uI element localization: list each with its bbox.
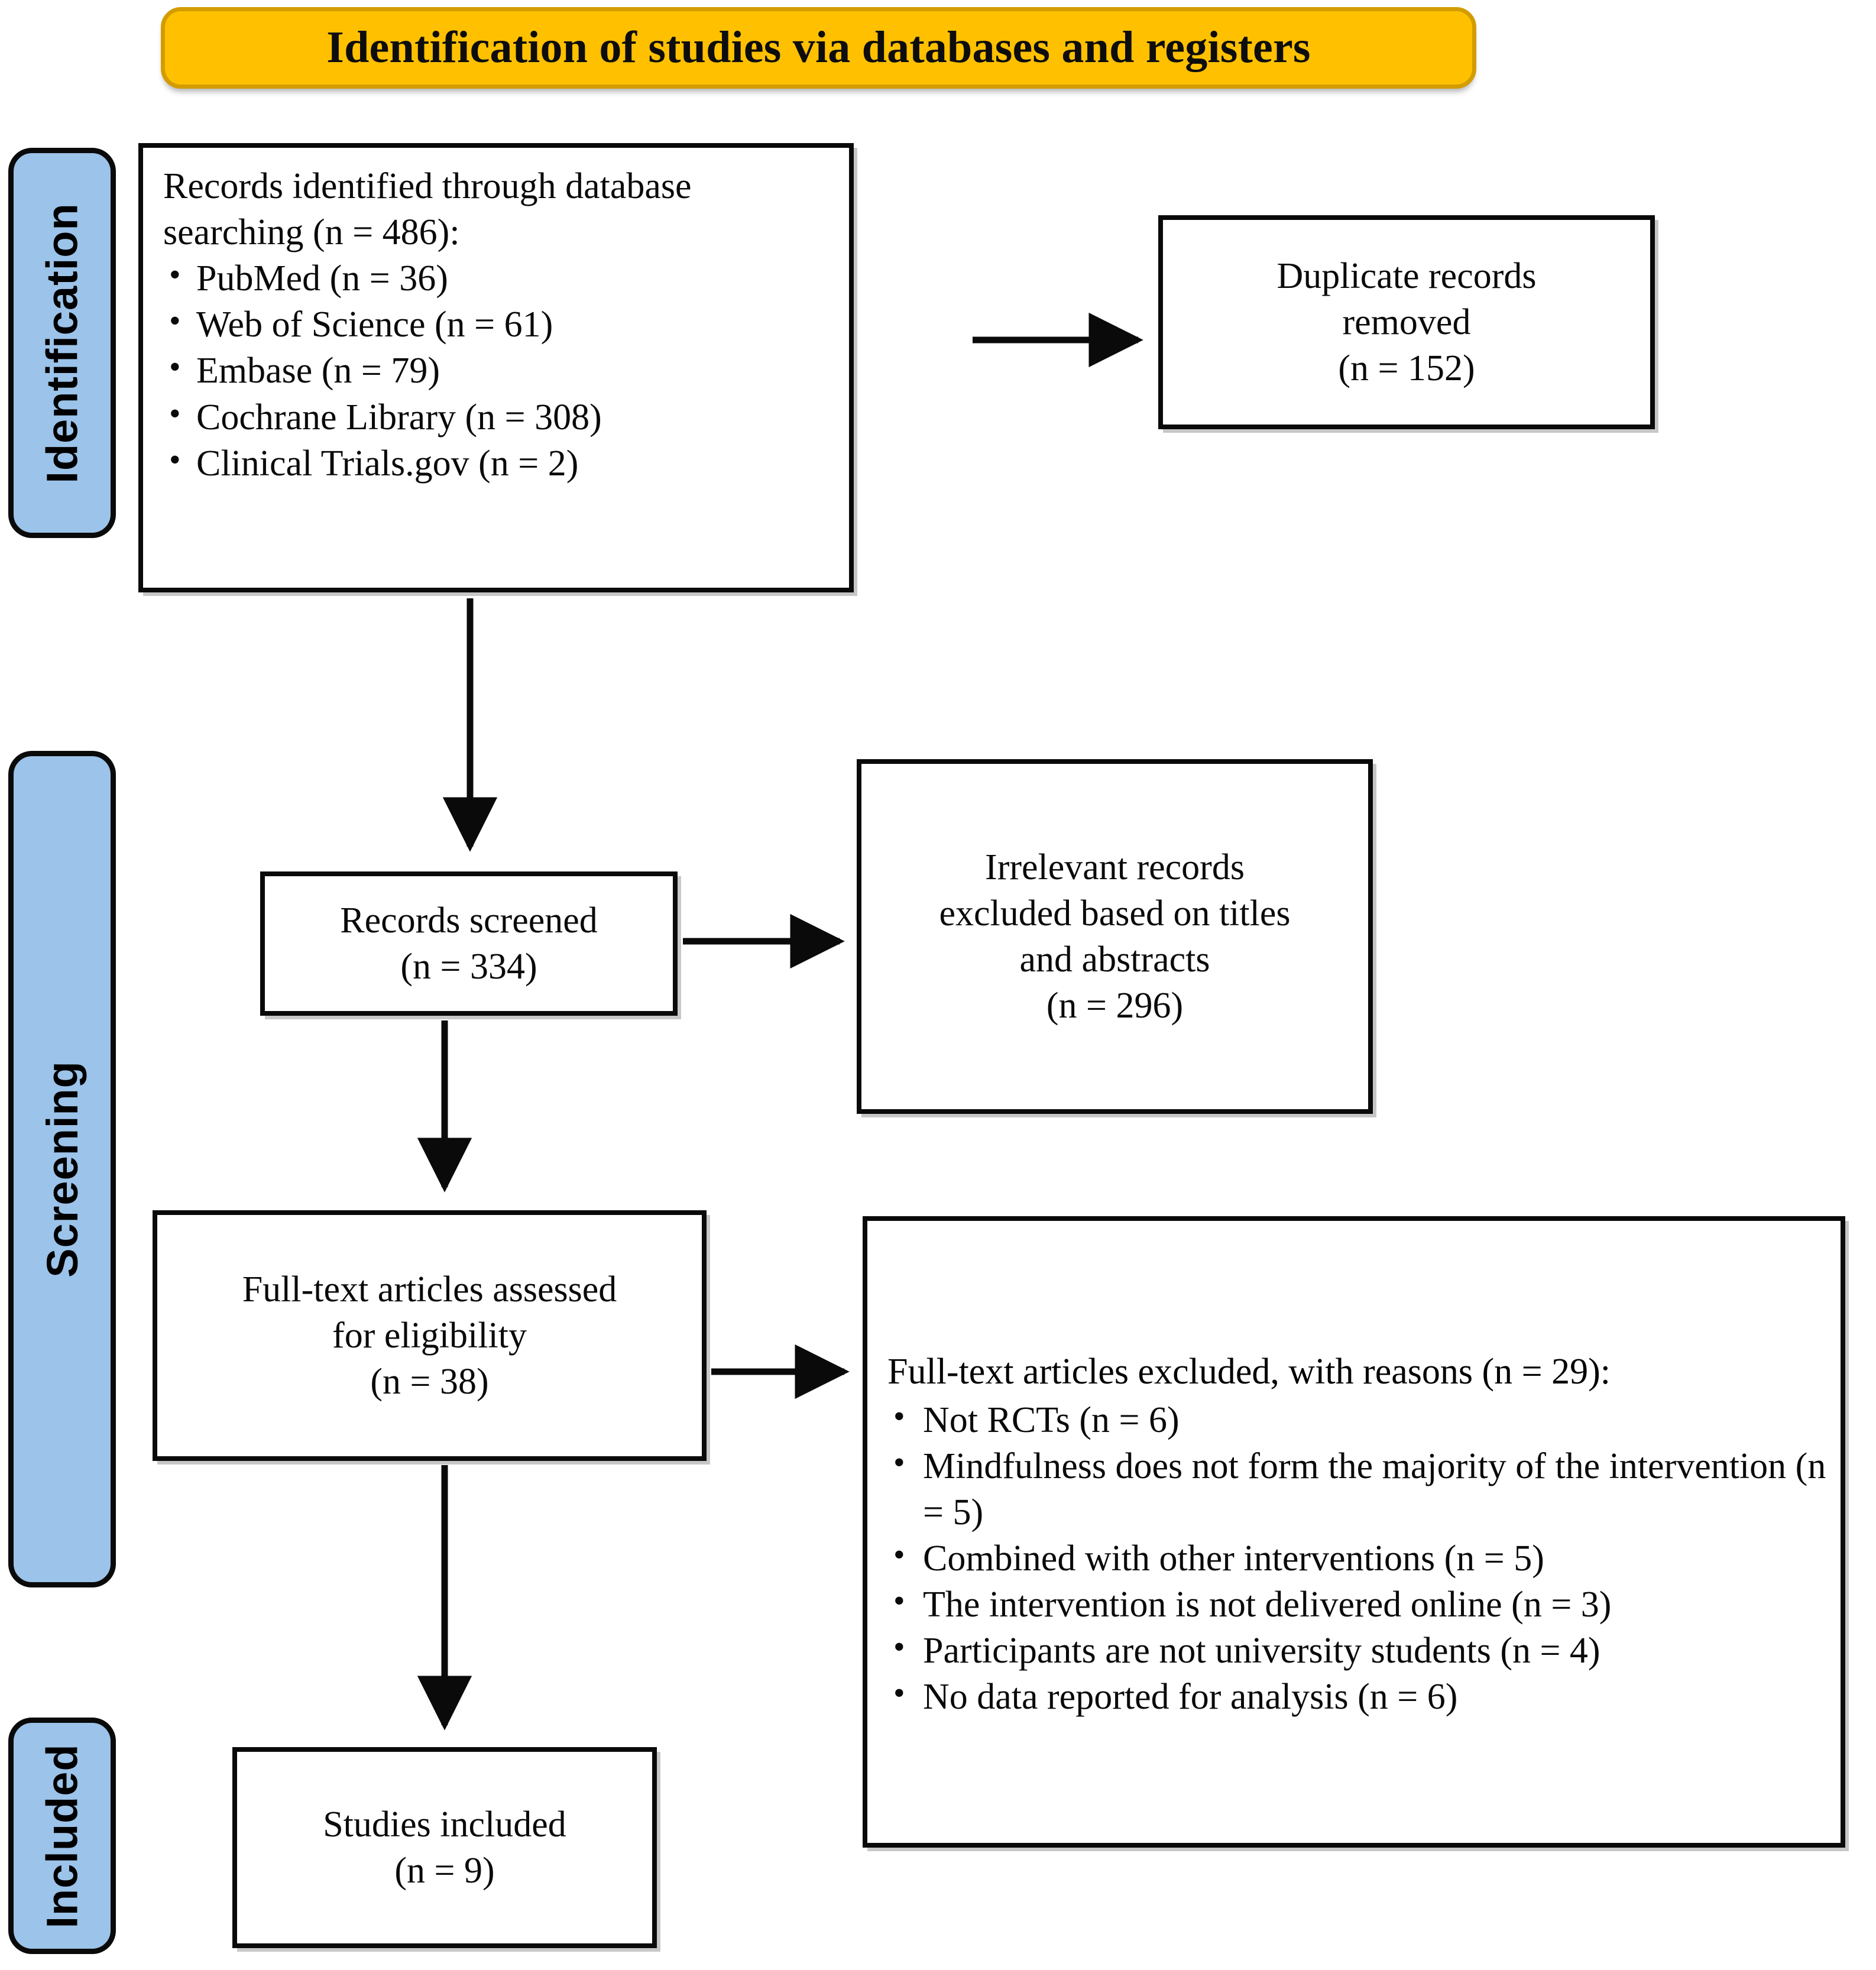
box-duplicate-records-removed: Duplicate records removed (n = 152) bbox=[1158, 215, 1655, 429]
records-identified-source-list: PubMed (n = 36) Web of Science (n = 61) … bbox=[163, 254, 838, 487]
list-item: Combined with other interventions (n = 5… bbox=[887, 1534, 1830, 1582]
box-records-identified: Records identified through database sear… bbox=[138, 143, 854, 592]
irrelevant-line3: and abstracts bbox=[1019, 939, 1210, 980]
list-item: Embase (n = 79) bbox=[163, 346, 838, 394]
box-fulltext-articles-excluded: Full-text articles excluded, with reason… bbox=[863, 1216, 1845, 1848]
page-title: Identification of studies via databases … bbox=[326, 22, 1311, 73]
box-irrelevant-records-excluded: Irrelevant records excluded based on tit… bbox=[857, 759, 1373, 1114]
duplicates-count: (n = 152) bbox=[1338, 348, 1475, 389]
fulltext-line1: Full-text articles assessed bbox=[242, 1269, 617, 1310]
list-item: PubMed (n = 36) bbox=[163, 254, 838, 302]
excluded-reason-list: Not RCTs (n = 6) Mindfulness does not fo… bbox=[887, 1396, 1830, 1720]
list-item: Not RCTs (n = 6) bbox=[887, 1396, 1830, 1443]
fulltext-count: (n = 38) bbox=[370, 1362, 489, 1402]
diagram-title-banner: Identification of studies via databases … bbox=[161, 7, 1476, 89]
list-item: Clinical Trials.gov (n = 2) bbox=[163, 439, 838, 487]
box-records-screened: Records screened (n = 334) bbox=[260, 871, 678, 1016]
stage-tab-identification: Identification bbox=[8, 148, 116, 538]
list-item: Participants are not university students… bbox=[887, 1626, 1830, 1674]
stage-tab-screening: Screening bbox=[8, 751, 116, 1587]
records-identified-heading-line2: searching (n = 486): bbox=[163, 212, 460, 253]
list-item: Cochrane Library (n = 308) bbox=[163, 393, 838, 440]
records-screened-count: (n = 334) bbox=[400, 947, 537, 987]
duplicates-line2: removed bbox=[1342, 302, 1471, 342]
stage-tab-screening-label: Screening bbox=[37, 1061, 87, 1278]
box-fulltext-articles-assessed: Full-text articles assessed for eligibil… bbox=[153, 1210, 707, 1461]
box-studies-included: Studies included (n = 9) bbox=[232, 1747, 657, 1948]
duplicates-line1: Duplicate records bbox=[1276, 255, 1537, 296]
studies-included-label: Studies included bbox=[323, 1804, 566, 1845]
studies-included-count: (n = 9) bbox=[394, 1851, 495, 1891]
stage-tab-included: Included bbox=[8, 1718, 116, 1954]
irrelevant-line2: excluded based on titles bbox=[939, 893, 1291, 934]
excluded-lead: Full-text articles excluded, with reason… bbox=[887, 1351, 1611, 1392]
irrelevant-line1: Irrelevant records bbox=[985, 847, 1245, 887]
stage-tab-included-label: Included bbox=[37, 1743, 87, 1929]
records-screened-label: Records screened bbox=[340, 900, 598, 941]
list-item: Mindfulness does not form the majority o… bbox=[887, 1442, 1830, 1535]
records-identified-heading-line1: Records identified through database bbox=[163, 166, 692, 206]
list-item: No data reported for analysis (n = 6) bbox=[887, 1673, 1830, 1720]
list-item: The intervention is not delivered online… bbox=[887, 1580, 1830, 1628]
fulltext-line2: for eligibility bbox=[332, 1315, 527, 1356]
list-item: Web of Science (n = 61) bbox=[163, 300, 838, 348]
stage-tab-identification-label: Identification bbox=[37, 202, 87, 484]
irrelevant-count: (n = 296) bbox=[1046, 986, 1184, 1026]
